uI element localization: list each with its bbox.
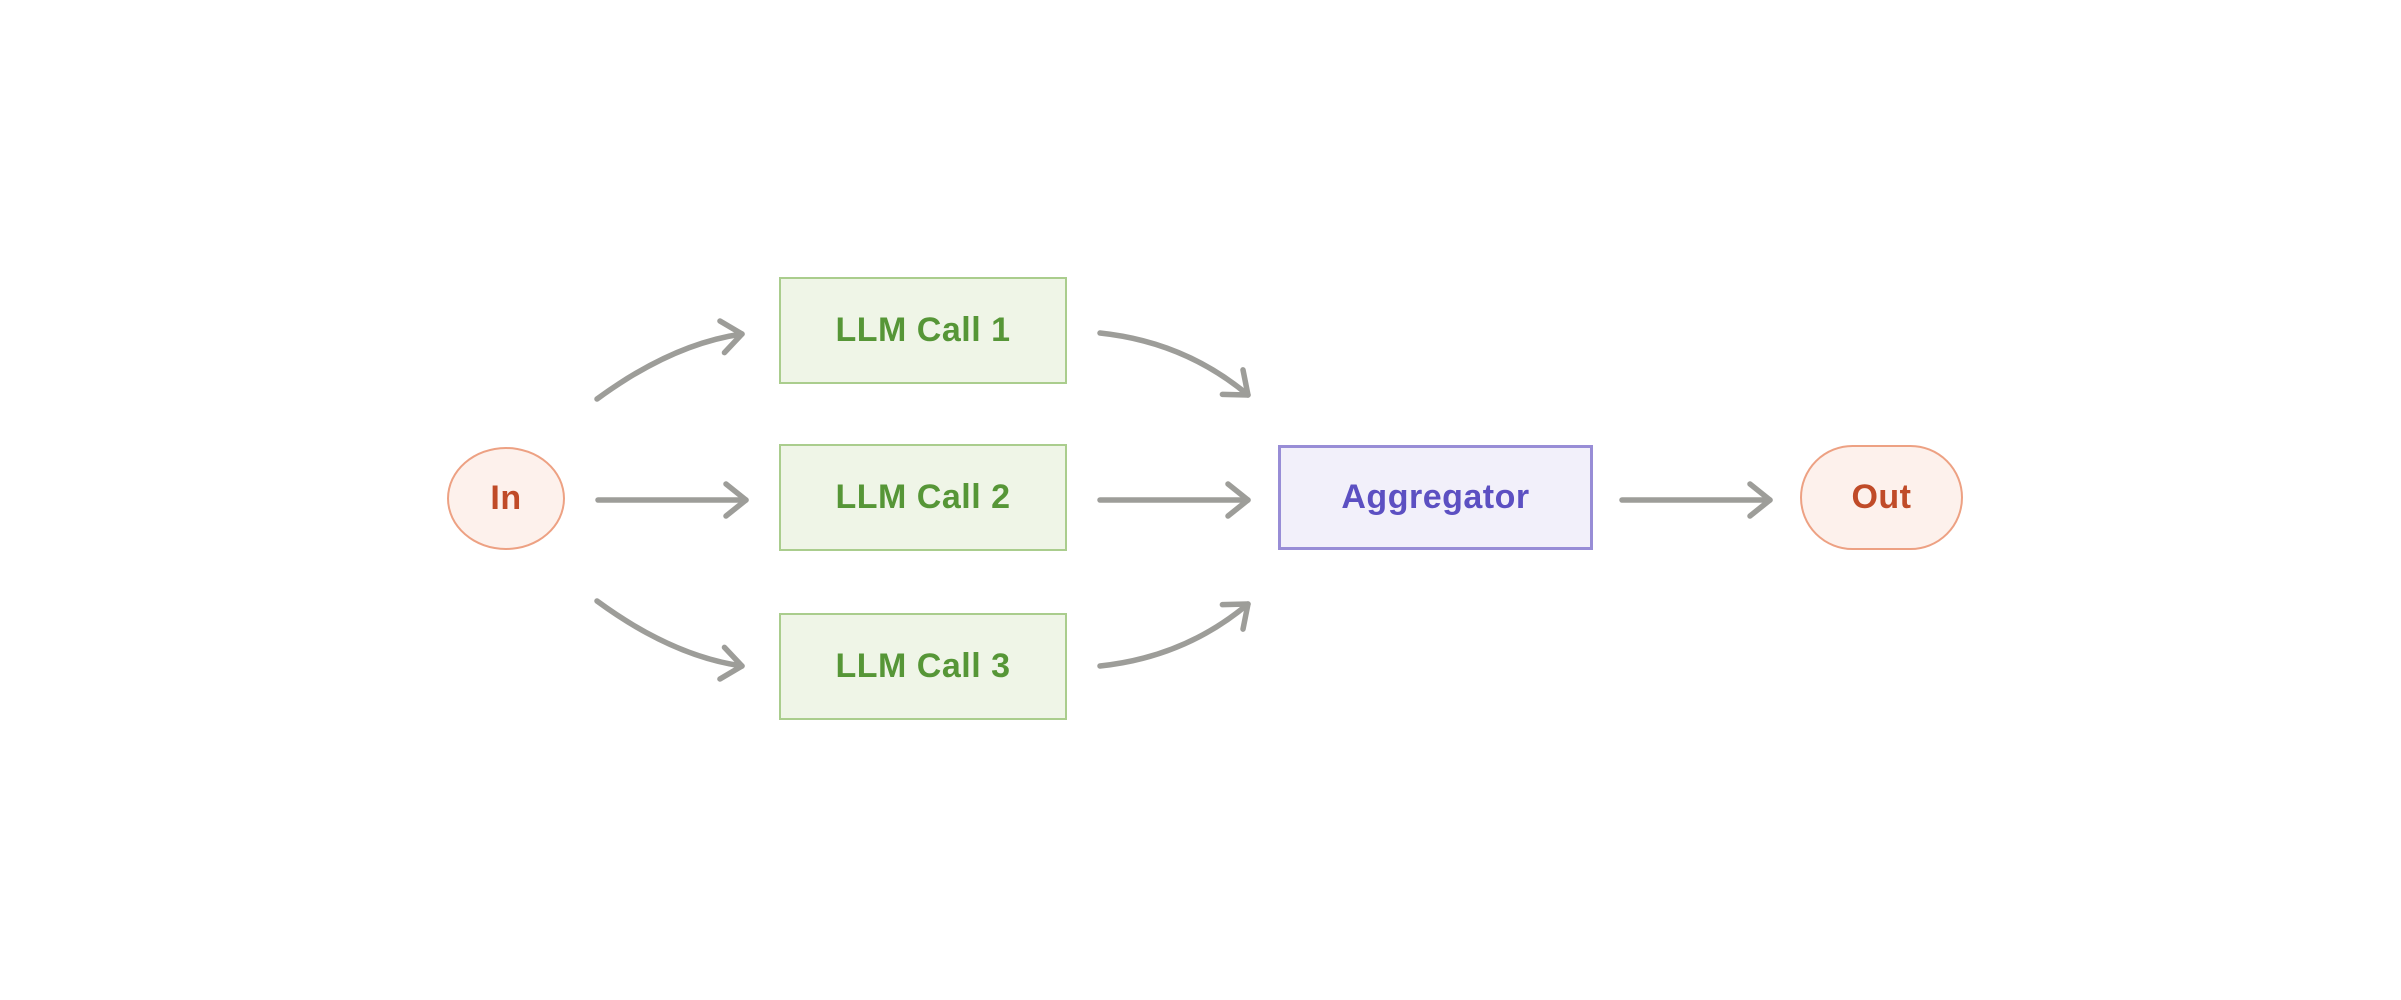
node-aggregator: Aggregator — [1278, 445, 1593, 550]
edge-in-to-llm-call-3 — [594, 598, 745, 682]
node-llm-call-3: LLM Call 3 — [779, 613, 1067, 720]
node-out: Out — [1800, 445, 1963, 550]
node-llm-call-2: LLM Call 2 — [779, 444, 1067, 551]
edge-llm-call-3-to-aggregator — [1097, 601, 1251, 669]
node-llm-call-2-label: LLM Call 2 — [835, 478, 1011, 516]
node-llm-call-3-label: LLM Call 3 — [835, 647, 1011, 685]
node-aggregator-label: Aggregator — [1341, 478, 1530, 516]
edge-in-to-llm-call-1 — [594, 318, 745, 402]
node-out-label: Out — [1851, 478, 1912, 516]
node-llm-call-1-label: LLM Call 1 — [835, 311, 1011, 349]
node-llm-call-1: LLM Call 1 — [779, 277, 1067, 384]
node-in: In — [447, 447, 565, 550]
node-in-label: In — [490, 479, 522, 517]
edge-llm-call-1-to-aggregator — [1097, 330, 1251, 398]
